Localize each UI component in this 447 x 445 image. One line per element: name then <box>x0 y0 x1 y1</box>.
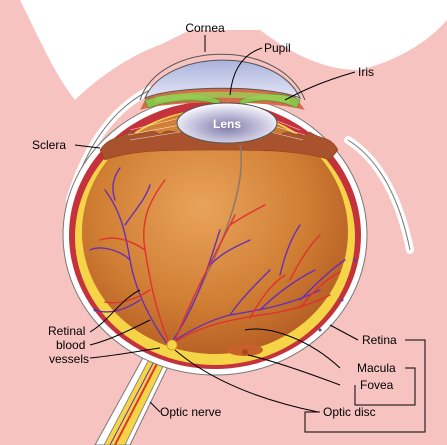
optic-disc <box>167 340 177 350</box>
fovea <box>242 349 248 355</box>
iris-label: Iris <box>358 65 374 79</box>
cornea-label: Cornea <box>185 21 225 35</box>
optic-nerve-label: Optic nerve <box>160 405 222 419</box>
sclera-label: Sclera <box>32 138 66 152</box>
pupil-label: Pupil <box>264 41 291 55</box>
fovea-label: Fovea <box>360 378 394 392</box>
optic-disc-label: Optic disc <box>323 405 376 419</box>
lens-label: Lens <box>213 117 241 131</box>
retinal-label-line2: blood <box>56 338 85 352</box>
macula-label: Macula <box>357 361 396 375</box>
retinal-label-line1: Retinal <box>48 324 85 338</box>
retinal-label-line3: vessels <box>49 352 89 366</box>
retina-label: Retina <box>362 333 397 347</box>
